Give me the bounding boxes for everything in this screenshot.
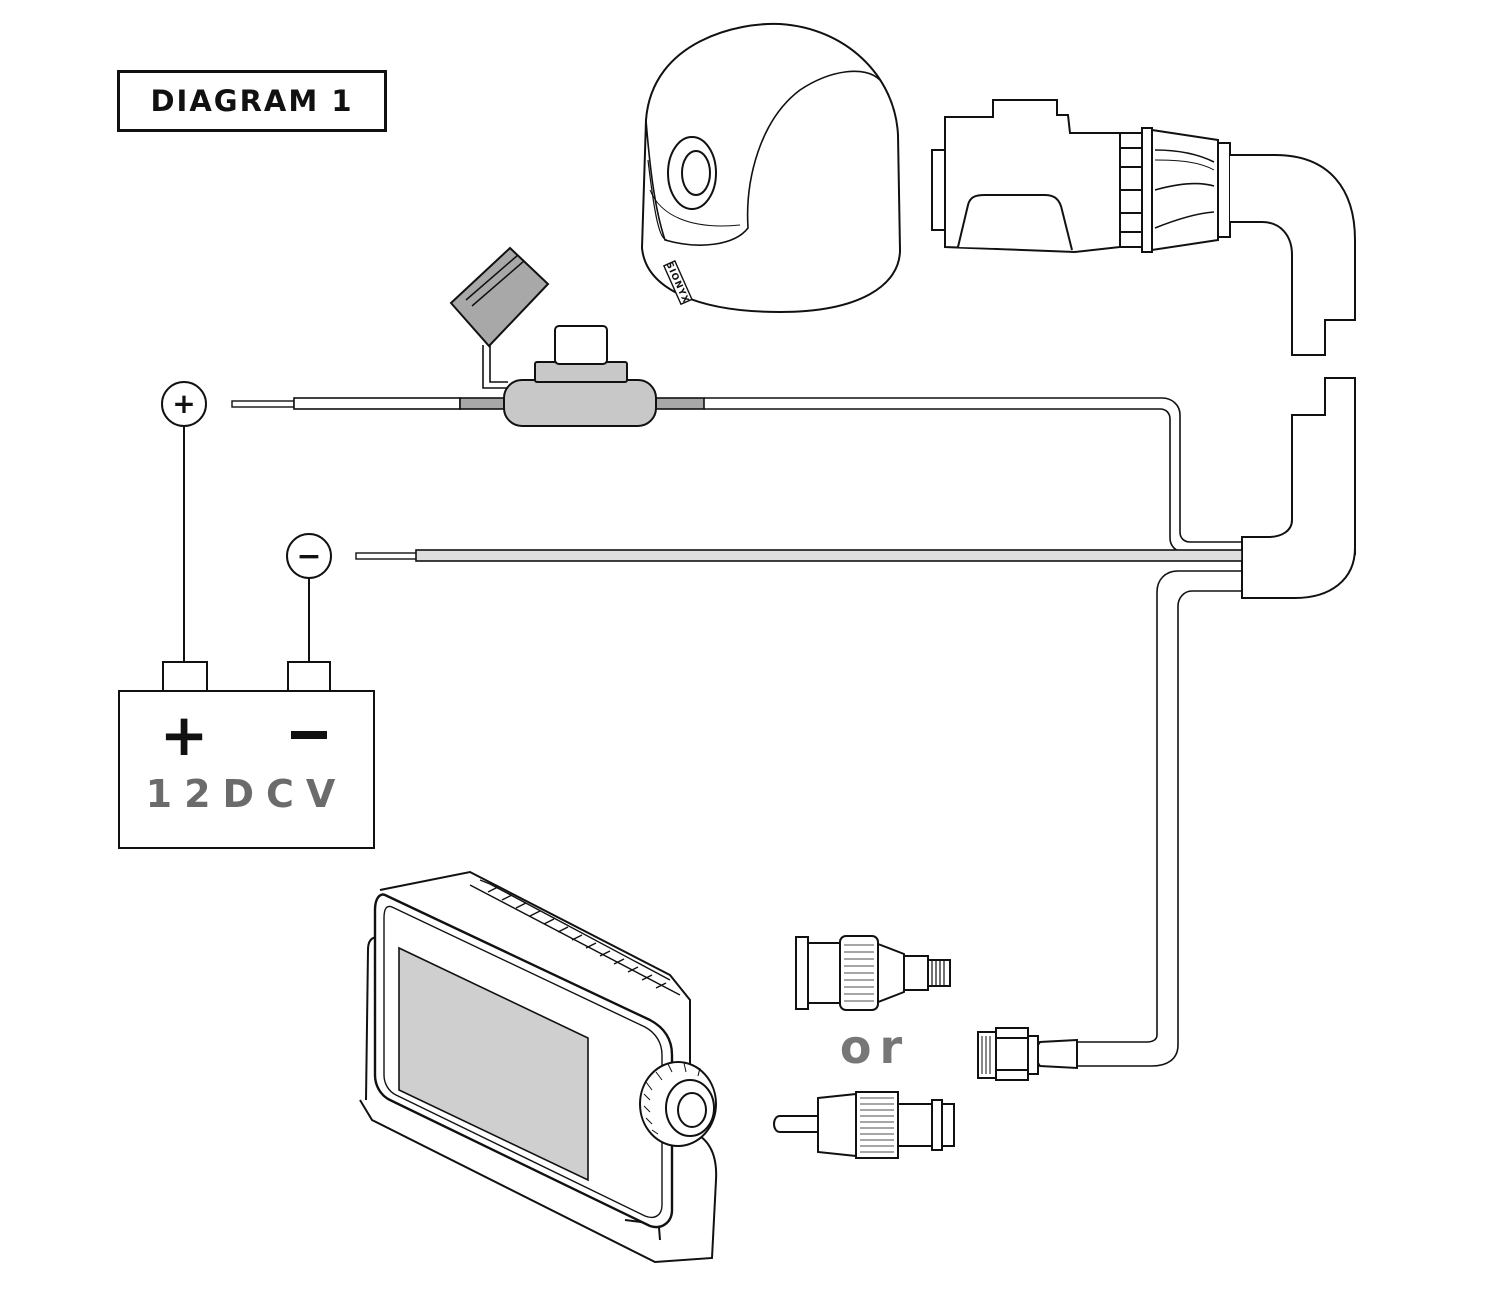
inline-fuse-holder [449, 246, 657, 427]
positive-wire [231, 397, 1242, 553]
negative-terminal-symbol: − [296, 539, 321, 574]
rca-connector-option [773, 1091, 955, 1159]
negative-terminal-marker: − [286, 533, 332, 662]
battery-voltage-label: 12DCV [145, 772, 348, 816]
main-cable [1241, 377, 1356, 599]
positive-terminal-marker: + [161, 381, 207, 662]
negative-wire [355, 549, 1243, 562]
battery: + [118, 661, 375, 849]
diagram-title: DIAGRAM 1 [117, 70, 387, 132]
battery-positive-symbol: + [160, 701, 209, 769]
chartplotter-display [359, 870, 718, 1264]
camera-cable-connector [931, 99, 1356, 356]
video-wire [1077, 566, 1243, 1067]
fuse-cap [449, 246, 550, 348]
positive-terminal-symbol: + [172, 387, 195, 420]
display-mount-knob [639, 1061, 717, 1147]
bnc-connector-option [795, 935, 951, 1011]
connector-or-label: or [839, 1020, 911, 1074]
thermal-camera: SIONYX [640, 22, 902, 314]
battery-negative-bar [291, 731, 327, 739]
video-cable-connector [977, 1027, 1078, 1081]
